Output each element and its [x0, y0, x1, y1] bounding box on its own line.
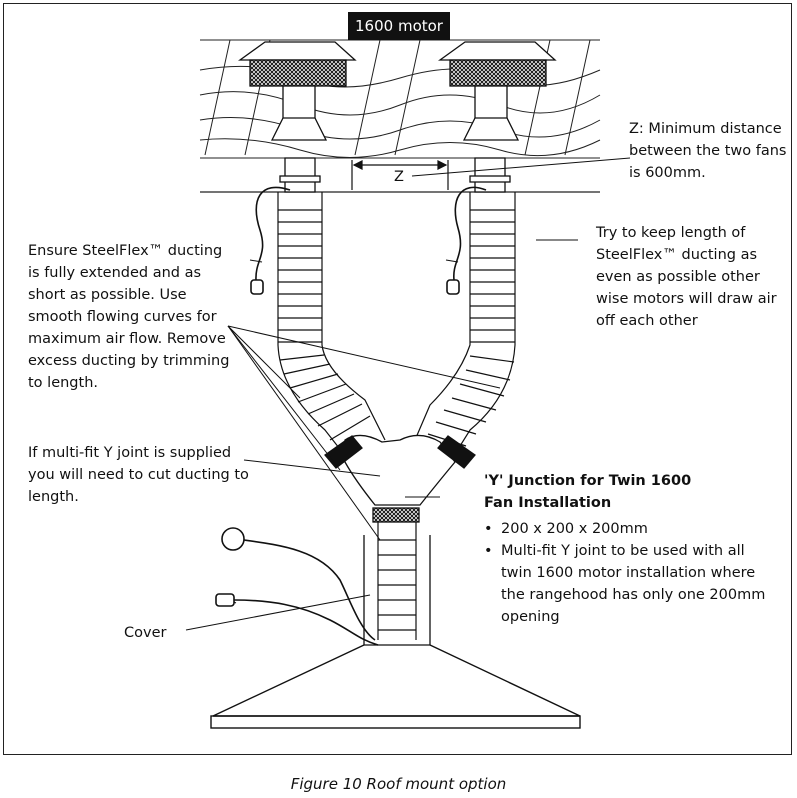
z-note: Z: Minimum distance between the two fans…	[629, 121, 787, 181]
flex-duct-right	[414, 192, 516, 463]
junction-bullet-multifit: Multi-fit Y joint to be used with all tw…	[484, 540, 765, 628]
ensure-extended-note: Ensure SteelFlex™ ducting is fully exten…	[28, 243, 230, 391]
diagram-frame	[3, 3, 792, 755]
rangehood-cover	[363, 535, 431, 646]
roof-fan-left	[237, 41, 357, 193]
multifit-note: If multi-fit Y joint is supplied you wil…	[28, 445, 249, 505]
z-dimension	[351, 157, 631, 190]
rangehood-canopy	[210, 644, 581, 729]
roof-mount-illustration	[185, 39, 631, 729]
power-cords	[215, 186, 487, 646]
junction-bullet-size: 200 x 200 x 200mm	[484, 518, 765, 540]
junction-title: 'Y' Junction for Twin 1600 Fan Installat…	[484, 473, 692, 511]
junction-bullets: 200 x 200 x 200mm Multi-fit Y joint to b…	[484, 518, 765, 628]
even-length-note: Try to keep length of SteelFlex™ ducting…	[596, 225, 777, 329]
figure-caption: Figure 10 Roof mount option	[290, 775, 507, 793]
motor-label: 1600 motor	[348, 12, 450, 40]
flex-duct-left	[277, 192, 386, 463]
y-junction	[324, 434, 476, 523]
roof-fan-right	[437, 41, 557, 193]
leader-lines	[185, 239, 578, 631]
z-marker: Z	[394, 169, 404, 185]
cover-label: Cover	[124, 625, 167, 641]
lower-duct	[377, 522, 417, 640]
